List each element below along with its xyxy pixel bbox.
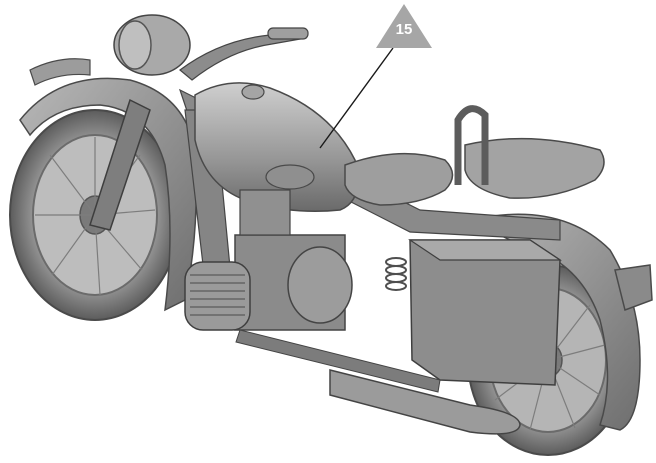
- callout-leader-line: [319, 47, 394, 149]
- seat-grab-handle: [454, 105, 489, 185]
- side-box-top: [408, 239, 562, 261]
- front-fender-tip: [29, 58, 91, 86]
- pillion-seat: [464, 137, 605, 199]
- rear-fender: [467, 213, 641, 431]
- callout-badge: 15: [376, 4, 432, 48]
- headlight: [113, 14, 191, 76]
- rear-light: [614, 264, 653, 311]
- front-fork: [89, 98, 151, 231]
- handlebar-grip: [267, 27, 309, 40]
- tank-badge: [265, 164, 315, 190]
- engine: [234, 189, 353, 331]
- callout-triangle: [376, 4, 432, 48]
- cylinder-head: [184, 261, 251, 331]
- lower-frame-rail: [235, 329, 441, 393]
- rider-seat: [344, 152, 454, 206]
- callout-number: 15: [396, 21, 413, 38]
- side-box: [409, 239, 561, 386]
- rear-spring: [385, 257, 407, 291]
- fuel-cap: [241, 84, 265, 100]
- exhaust-pipe: [329, 369, 521, 435]
